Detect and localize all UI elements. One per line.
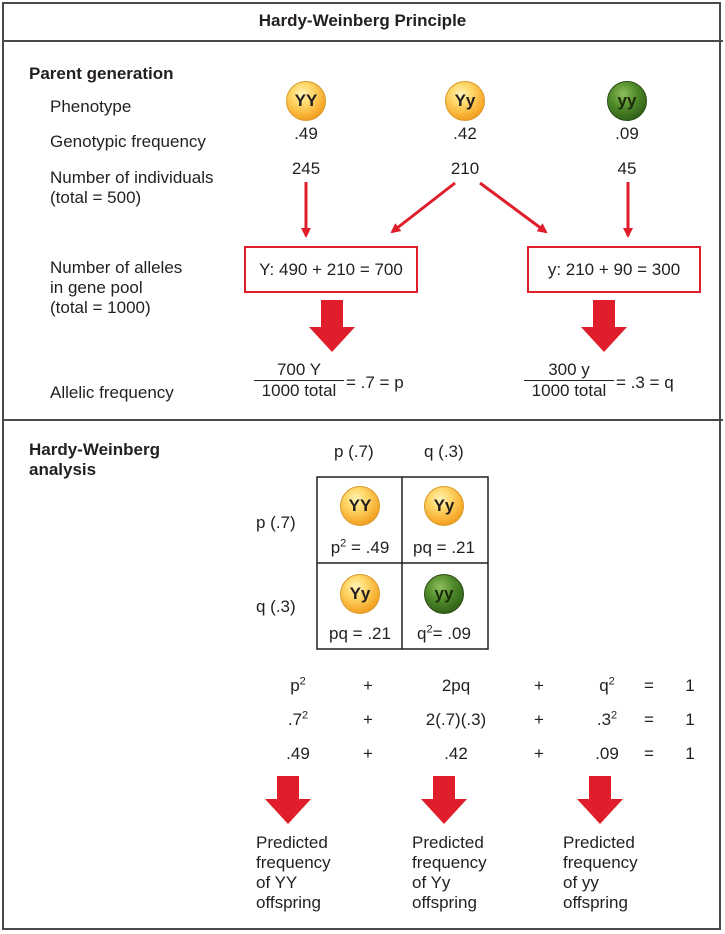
punnett-YY-ball: YY [340, 486, 380, 526]
fraction-Y-numerator: 700 Y [276, 360, 322, 379]
genotypic-frequency-label: Genotypic frequency [50, 132, 206, 151]
prediction-yy-line3: of yy [563, 873, 599, 892]
prediction-YY-line4: offspring [256, 893, 321, 912]
punnett-col-p: p (.7) [334, 442, 374, 461]
prediction-yy-line1: Predicted [563, 833, 635, 852]
block-arrow-y [581, 300, 627, 352]
genotype-yy-ball: yy [607, 81, 647, 121]
punnett-Yy-ball: Yy [424, 486, 464, 526]
block-arrow-pred-Yy [421, 776, 467, 824]
phenotype-label: Phenotype [50, 97, 132, 116]
eq-r3-one: 1 [685, 744, 695, 763]
block-arrow-pred-YY [265, 776, 311, 824]
punnett-col-q: q (.3) [424, 442, 464, 461]
allele-count-Y-box: Y: 490 + 210 = 700 [244, 246, 418, 293]
eq-r1-plus-1: + [363, 676, 373, 695]
punnett-Yy-ball-2: Yy [340, 574, 380, 614]
punnett-row-p: p (.7) [256, 513, 296, 532]
count-yy: 45 [617, 159, 637, 178]
prediction-Yy-line1: Predicted [412, 833, 484, 852]
punnett-cell-p2: p2 = .49 [330, 537, 390, 557]
eq-r1-one: 1 [685, 676, 695, 695]
block-arrow-pred-yy [577, 776, 623, 824]
freq-yy: .09 [615, 124, 639, 143]
count-Yy: 210 [450, 159, 480, 178]
alleles-total-label: (total = 1000) [50, 298, 151, 317]
alleles-label: Number of alleles [50, 258, 183, 277]
eq-r2-plus-2: + [534, 710, 544, 729]
arrow-Yy-to-y [479, 181, 548, 234]
block-arrow-Y [309, 300, 355, 352]
punnett-cell-pq: pq = .21 [413, 538, 475, 557]
prediction-Yy-line4: offspring [412, 893, 477, 912]
genotype-Yy-ball: Yy [445, 81, 485, 121]
fraction-y-numerator: 300 y [548, 360, 590, 379]
allele-fraction-Y: 700 Y 1000 total [254, 360, 344, 401]
genotype-YY-ball: YY [286, 81, 326, 121]
eq-r3-a: .49 [286, 744, 310, 763]
eq-r3-b: .42 [444, 744, 468, 763]
individuals-label: Number of individuals [50, 168, 214, 187]
eq-r3-plus-1: + [363, 744, 373, 763]
prediction-YY-line1: Predicted [256, 833, 328, 852]
prediction-Yy-line2: frequency [412, 853, 487, 872]
eq-r3-c: .09 [595, 744, 619, 763]
eq-r2-a: .72 [287, 709, 309, 729]
analysis-heading-2: analysis [29, 460, 97, 479]
arrow-Yy-to-Y [390, 181, 456, 234]
allelic-frequency-label: Allelic frequency [50, 383, 174, 402]
individuals-total-label: (total = 500) [50, 188, 142, 207]
prediction-yy-line4: offspring [563, 893, 628, 912]
eq-r3-equals: = [644, 744, 654, 763]
eq-r1-b: 2pq [441, 676, 471, 695]
eq-r2-c: .32 [596, 709, 618, 729]
prediction-yy-line2: frequency [563, 853, 638, 872]
analysis-heading: Hardy-Weinberg [29, 440, 160, 459]
fraction-y-denominator: 1000 total [524, 380, 614, 401]
alleles-pool-label: in gene pool [50, 278, 143, 297]
parent-heading: Parent generation [29, 64, 174, 83]
punnett-row-q: q (.3) [256, 597, 296, 616]
eq-r1-c: q2 [599, 675, 615, 695]
eq-r1-plus-2: + [534, 676, 544, 695]
allele-fraction-y: 300 y 1000 total [524, 360, 614, 401]
section-divider [2, 419, 723, 421]
punnett-cell-pq-2: pq = .21 [329, 624, 391, 643]
page-title: Hardy-Weinberg Principle [258, 11, 467, 30]
freq-Yy: .42 [453, 124, 477, 143]
title-divider [2, 40, 723, 42]
prediction-Yy-line3: of Yy [412, 873, 451, 892]
eq-r2-one: 1 [685, 710, 695, 729]
prediction-YY-line2: frequency [256, 853, 331, 872]
prediction-YY-line3: of YY [256, 873, 298, 892]
eq-r2-equals: = [644, 710, 654, 729]
count-YY: 245 [291, 159, 321, 178]
allele-count-y-box: y: 210 + 90 = 300 [527, 246, 701, 293]
punnett-yy-ball: yy [424, 574, 464, 614]
allele-frequency-q: = .3 = q [616, 373, 674, 392]
freq-YY: .49 [294, 124, 318, 143]
allele-frequency-p: = .7 = p [346, 373, 404, 392]
eq-r2-plus-1: + [363, 710, 373, 729]
eq-r2-b: 2(.7)(.3) [425, 710, 487, 729]
punnett-cell-q2: q2= .09 [417, 623, 471, 643]
eq-r1-equals: = [644, 676, 654, 695]
fraction-Y-denominator: 1000 total [254, 380, 344, 401]
eq-r3-plus-2: + [534, 744, 544, 763]
eq-r1-a: p2 [290, 675, 306, 695]
